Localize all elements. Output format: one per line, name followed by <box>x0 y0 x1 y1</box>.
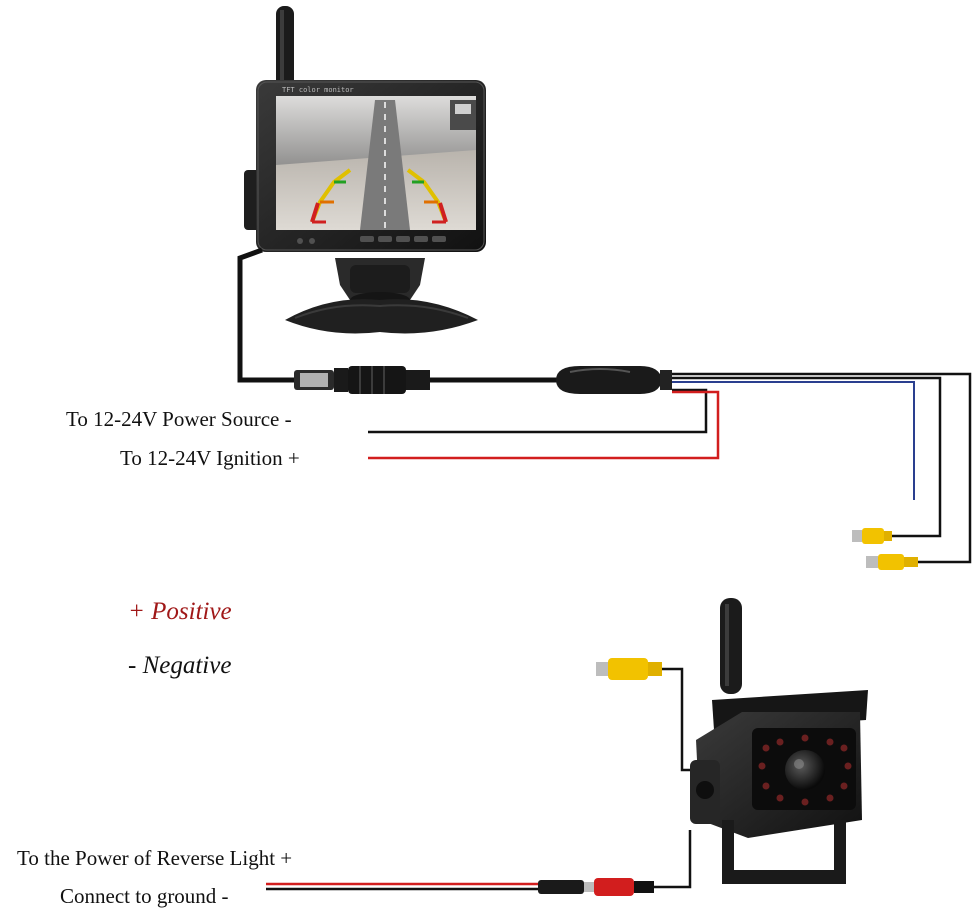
av-wires <box>672 372 972 570</box>
ir-leds <box>758 734 852 806</box>
splitter-box <box>556 366 662 394</box>
monitor-cable <box>237 247 672 394</box>
screen-caption: TFT color monitor <box>282 86 354 94</box>
monitor: TFT color monitor <box>244 6 486 334</box>
monitor-buttons <box>297 236 446 244</box>
negative-wire <box>368 388 708 434</box>
label-ground: Connect to ground - <box>60 884 229 908</box>
legend-positive: + Positive <box>128 598 232 625</box>
monitor-antenna <box>276 6 294 88</box>
camera-power-connector <box>594 878 634 896</box>
power-wires <box>368 388 720 460</box>
rca-connector-1 <box>852 528 892 544</box>
camera-rca-connector <box>596 658 700 772</box>
camera-antenna <box>720 598 742 694</box>
camera-bracket <box>722 820 846 884</box>
camera-lens <box>785 750 825 790</box>
positive-wire <box>368 390 720 460</box>
camera <box>596 598 868 884</box>
legend-negative: - Negative <box>128 652 232 679</box>
camera-power-wires <box>266 830 692 896</box>
label-ignition: To 12-24V Ignition + <box>120 446 300 470</box>
label-power-source: To 12-24V Power Source - <box>66 407 292 431</box>
label-reverse-light: To the Power of Reverse Light + <box>17 846 293 870</box>
rca-connector-2 <box>866 554 918 570</box>
monitor-screen: TFT color monitor <box>276 86 476 230</box>
